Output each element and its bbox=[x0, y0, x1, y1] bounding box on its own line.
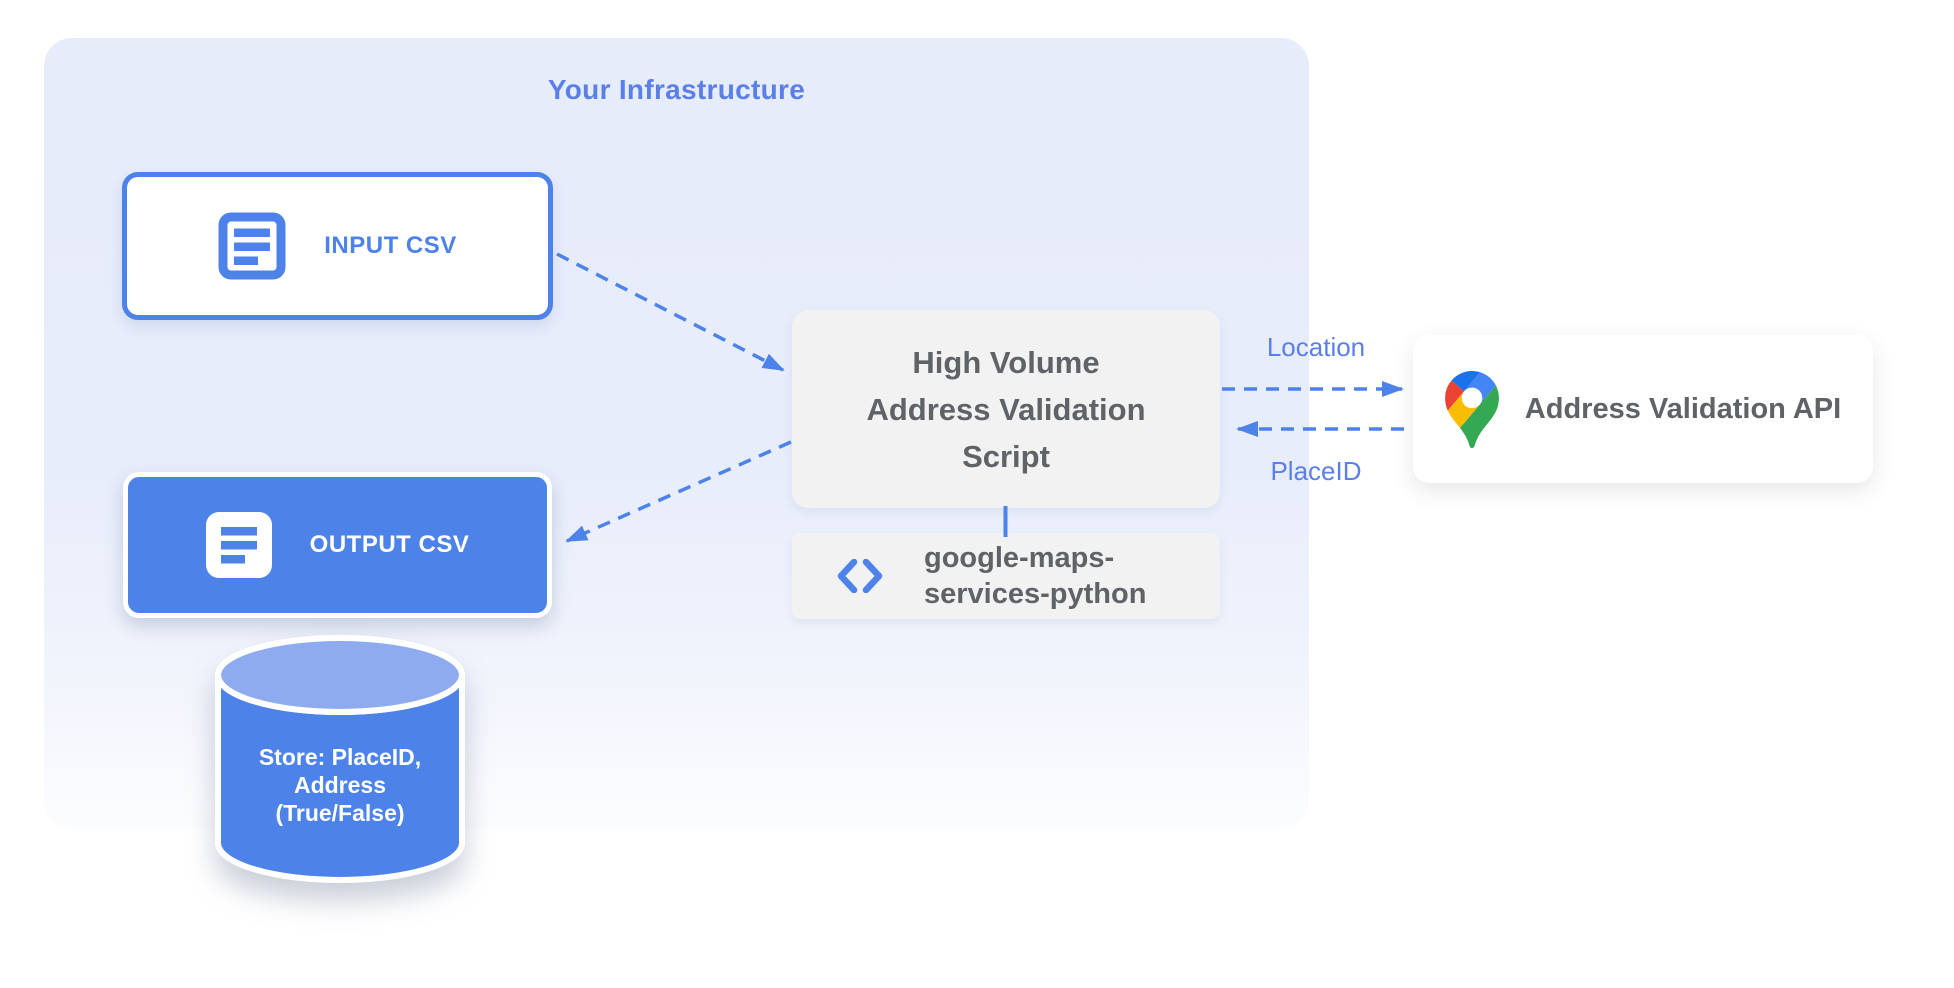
output-csv-label: OUTPUT CSV bbox=[309, 531, 470, 558]
google-maps-pin-icon bbox=[1444, 370, 1499, 448]
panel-title: Your Infrastructure bbox=[547, 74, 806, 105]
edge-label-location: Location bbox=[1266, 332, 1366, 362]
output-csv-node: OUTPUT CSV bbox=[123, 472, 552, 618]
datastore-label-line2: Address bbox=[294, 772, 386, 798]
input-csv-node: INPUT CSV bbox=[122, 172, 553, 320]
api-node: Address Validation API bbox=[1413, 335, 1873, 483]
library-label-line1: google-maps- bbox=[924, 542, 1115, 574]
library-node: google-maps- services-python bbox=[792, 533, 1220, 619]
edge-label-placeid: PlaceID bbox=[1270, 456, 1362, 486]
script-label-line3: Script bbox=[962, 438, 1050, 474]
document-lines-icon bbox=[218, 212, 286, 280]
script-node: High Volume Address Validation Script bbox=[792, 310, 1220, 508]
datastore-label-line3: (True/False) bbox=[275, 800, 404, 826]
document-lines-icon bbox=[205, 512, 272, 578]
datastore-label-line1: Store: PlaceID, bbox=[259, 744, 421, 770]
script-label-line2: Address Validation bbox=[866, 391, 1146, 427]
input-csv-label: INPUT CSV bbox=[324, 232, 457, 259]
code-icon bbox=[834, 559, 886, 593]
api-label: Address Validation API bbox=[1524, 392, 1842, 425]
datastore-cylinder: Store: PlaceID, Address (True/False) bbox=[200, 618, 480, 903]
library-label-line2: services-python bbox=[924, 578, 1147, 610]
script-label-line1: High Volume bbox=[912, 344, 1100, 380]
